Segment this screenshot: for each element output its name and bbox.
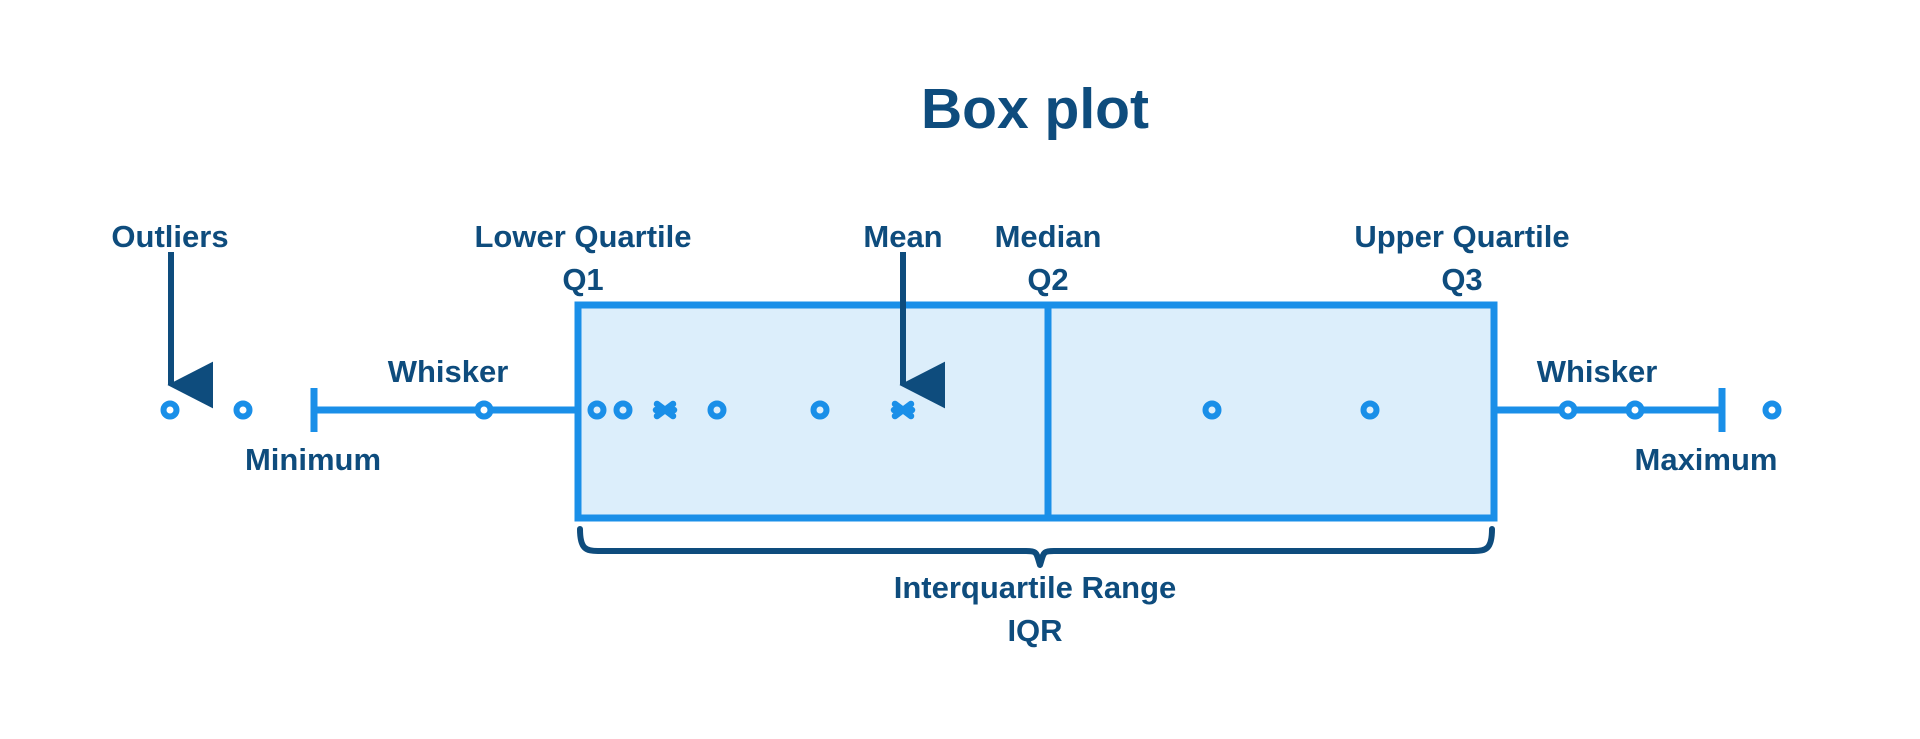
iqr-bracket: [577, 526, 1495, 568]
iqr-label: Interquartile Range: [894, 570, 1177, 605]
data-point: [613, 400, 633, 420]
iqr-box: [574, 301, 1498, 522]
minimum-label: Minimum: [245, 442, 381, 477]
data-point: [1202, 400, 1222, 420]
whisker-left-label: Whisker: [388, 354, 509, 389]
median-label: Median: [995, 219, 1102, 254]
mean-label: Mean: [863, 219, 942, 254]
data-points-in-box: [587, 400, 1380, 420]
outlier-point: [160, 400, 180, 420]
data-point: [1625, 400, 1645, 420]
whisker-right-label: Whisker: [1537, 354, 1658, 389]
data-point: [810, 400, 830, 420]
outlier-point: [233, 400, 253, 420]
outliers-label: Outliers: [111, 219, 228, 254]
data-point: [707, 400, 727, 420]
maximum-label: Maximum: [1635, 442, 1778, 477]
data-point: [587, 400, 607, 420]
data-point: [1360, 400, 1380, 420]
mean-markers: [652, 400, 916, 420]
whisker-left-group: [310, 388, 578, 432]
data-point: [474, 400, 494, 420]
star-marker: [652, 400, 678, 420]
iqr-code: IQR: [1007, 613, 1062, 648]
upper-quartile-label: Upper Quartile: [1354, 219, 1569, 254]
lower-quartile-code: Q1: [562, 262, 603, 297]
data-point: [1558, 400, 1578, 420]
median-code: Q2: [1027, 262, 1068, 297]
page-title: Box plot: [921, 77, 1149, 141]
outlier-points-low: [160, 400, 253, 420]
upper-quartile-code: Q3: [1441, 262, 1482, 297]
data-points-right-whisker: [1558, 400, 1645, 420]
whisker-right-group: [1494, 388, 1726, 432]
lower-quartile-label: Lower Quartile: [474, 219, 691, 254]
outlier-point: [1762, 400, 1782, 420]
